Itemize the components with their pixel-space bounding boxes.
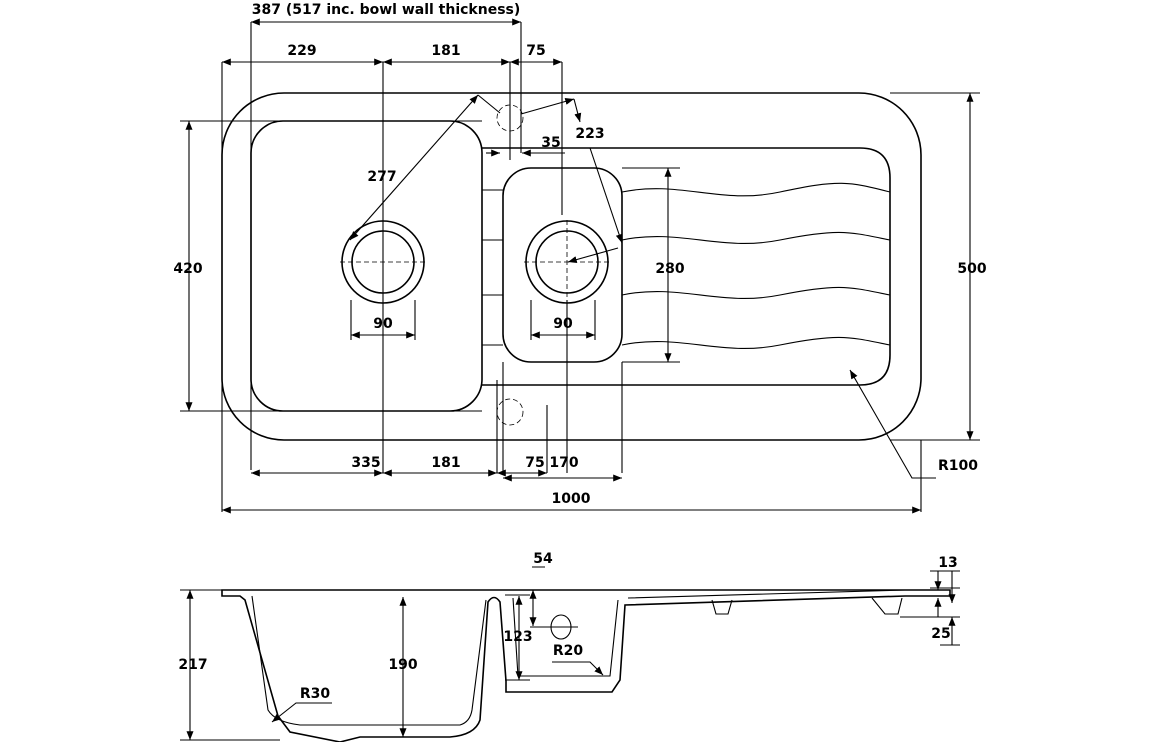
plan-view: 387 (517 inc. bowl wall thickness) 229 1…: [173, 2, 987, 514]
dim-r20: R20: [553, 643, 584, 659]
side-profile: [221, 589, 951, 742]
drainer-area: [482, 147, 891, 386]
dim-420: 420: [173, 261, 202, 277]
side-view: 217 190 123 54 R20 R30 13 25: [178, 551, 960, 742]
dim-54: 54: [533, 551, 553, 567]
dim-223: 223: [575, 126, 604, 142]
dim-190: 190: [388, 657, 417, 673]
dim-75-top: 75: [526, 43, 545, 59]
dim-90-small: 90: [553, 316, 573, 332]
dim-13: 13: [938, 555, 957, 571]
dim-229: 229: [287, 43, 316, 59]
dim-500: 500: [957, 261, 986, 277]
sink-outline: [221, 92, 922, 441]
dim-277: 277: [367, 169, 396, 185]
dim-170: 170: [549, 455, 578, 471]
dim-r100: R100: [938, 458, 978, 474]
dim-90-main: 90: [373, 316, 393, 332]
dim-75-bottom: 75: [525, 455, 544, 471]
dim-r30: R30: [300, 686, 331, 702]
dim-181-bottom: 181: [431, 455, 460, 471]
dim-217: 217: [178, 657, 207, 673]
dim-bowl-width-note: 387 (517 inc. bowl wall thickness): [252, 2, 521, 18]
dim-1000: 1000: [552, 491, 591, 507]
dim-25: 25: [931, 626, 950, 642]
dim-335: 335: [351, 455, 380, 471]
tap-hole-bottom: [496, 398, 524, 426]
main-bowl: [250, 120, 483, 412]
dim-280: 280: [655, 261, 684, 277]
dim-35: 35: [541, 135, 560, 151]
dim-123: 123: [503, 629, 532, 645]
dim-181-top: 181: [431, 43, 460, 59]
